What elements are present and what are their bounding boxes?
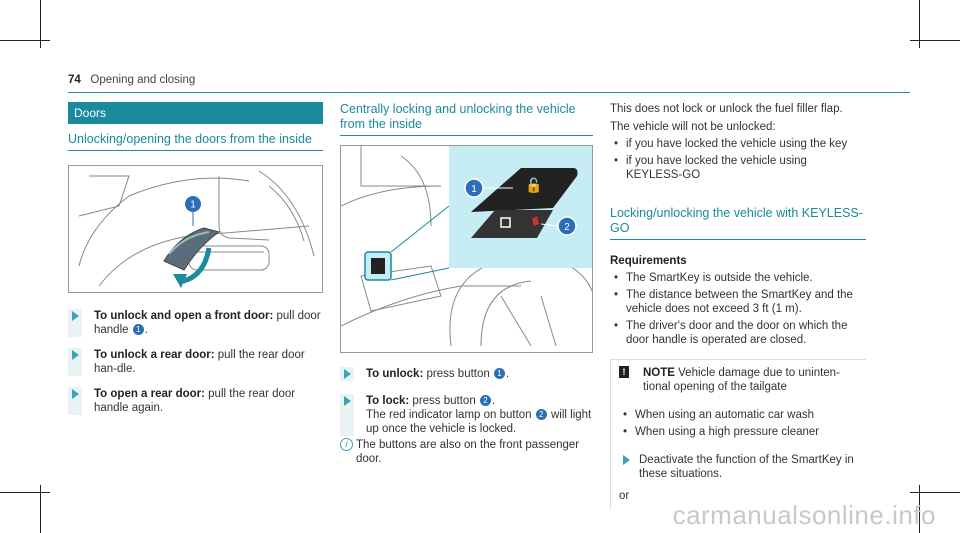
step-lock: To lock: press button 2. The red indicat…: [340, 394, 593, 436]
requirements-title: Requirements: [610, 255, 687, 267]
step-tail: .: [491, 395, 496, 407]
step-title: To unlock:: [366, 368, 424, 380]
step-text: pull door handle: [94, 310, 321, 336]
lock-button-drawing: 🔓 1 2: [341, 146, 592, 347]
step-open-rear: To open a rear door: pull the rear door …: [68, 387, 323, 415]
right-column: This does not lock or unlock the fuel fi…: [610, 102, 866, 509]
section-title: Opening and closing: [90, 74, 196, 86]
lock-buttons-illustration: 🔓 1 2: [340, 145, 593, 353]
subheading: Centrally locking and unlocking the vehi…: [340, 102, 593, 136]
lock-note: The red indicator lamp on button: [366, 409, 535, 421]
step-title: To unlock a rear door:: [94, 349, 215, 361]
step-unlock-rear: To unlock a rear door: pull the rear doo…: [68, 348, 323, 376]
door-interior-drawing: 1: [78, 170, 315, 288]
callout-1: 1: [190, 200, 196, 211]
list-item: When using a high pressure cleaner: [619, 425, 866, 439]
note-box: ! NOTE Vehicle damage due to uninten-tio…: [610, 359, 866, 509]
crop-mark: [0, 40, 50, 41]
svg-text:🔓: 🔓: [525, 177, 542, 194]
step-unlock-front: To unlock and open a front door: pull do…: [68, 309, 323, 337]
page-number: 74: [68, 74, 81, 86]
step-arrow-icon: [619, 453, 633, 481]
door-handle-illustration: 1: [68, 165, 323, 293]
list-item: if you have locked the vehicle using the…: [610, 137, 866, 151]
list-item: The distance between the SmartKey and th…: [610, 288, 866, 316]
step-arrow-icon: [68, 348, 82, 376]
step-text: Deactivate the function of the SmartKey …: [639, 454, 854, 480]
subheading: Locking/unlocking the vehicle with KEYLE…: [610, 206, 866, 240]
crop-mark: [40, 485, 41, 533]
step-arrow-icon: [340, 394, 354, 436]
ref-badge: 1: [493, 368, 505, 379]
step-title: To open a rear door:: [94, 388, 205, 400]
lock-note: will light up once the vehicle is locked…: [366, 409, 592, 435]
crop-mark: [910, 492, 960, 493]
info-note: i The buttons are also on the front pass…: [340, 438, 593, 466]
page-header: 74 Opening and closing: [68, 74, 195, 86]
callout-2: 2: [564, 222, 570, 233]
list-item: The driver's door and the door on which …: [610, 319, 866, 347]
crop-mark: [0, 492, 50, 493]
warning-icon: !: [619, 366, 629, 378]
or-text: or: [619, 490, 630, 502]
info-icon: i: [340, 438, 353, 451]
crop-mark: [919, 485, 920, 533]
middle-column: Centrally locking and unlocking the vehi…: [340, 102, 593, 466]
left-column: Doors Unlocking/opening the doors from t…: [68, 102, 323, 415]
step-text: pull the rear door handle again.: [94, 388, 296, 414]
list-item: The SmartKey is outside the vehicle.: [610, 271, 866, 285]
step-text: press button: [423, 368, 493, 380]
step-arrow-icon: [68, 387, 82, 415]
subheading: Unlocking/opening the doors from the ins…: [68, 132, 323, 151]
ref-badge: 1: [132, 324, 144, 335]
watermark: carmanualsonline.info: [672, 500, 936, 530]
note-step: Deactivate the function of the SmartKey …: [619, 453, 866, 481]
info-text: The buttons are also on the front passen…: [356, 439, 580, 465]
step-tail: .: [144, 324, 148, 336]
list-item: if you have locked the vehicle using KEY…: [610, 154, 866, 182]
header-rule: [68, 92, 910, 93]
ref-badge: 2: [479, 395, 491, 406]
step-title: To lock:: [366, 395, 410, 407]
step-text: pull the rear door han-dle.: [94, 349, 305, 375]
step-arrow-icon: [340, 367, 354, 381]
note-text: Vehicle damage due to uninten-tional ope…: [643, 367, 840, 393]
ref-badge: 2: [535, 409, 547, 420]
intro-text: This does not lock or unlock the fuel fi…: [610, 103, 843, 115]
intro-text: The vehicle will not be unlocked:: [610, 121, 776, 133]
step-tail: .: [505, 368, 510, 380]
crop-mark: [910, 40, 960, 41]
note-label: NOTE: [643, 367, 675, 379]
step-arrow-icon: [68, 309, 82, 337]
step-unlock: To unlock: press button 1.: [340, 367, 593, 381]
crop-mark: [919, 0, 920, 48]
step-title: To unlock and open a front door:: [94, 310, 274, 322]
list-item: When using an automatic car wash: [619, 408, 866, 422]
step-text: press button: [409, 395, 479, 407]
crop-mark: [40, 0, 41, 48]
callout-1: 1: [471, 184, 477, 195]
section-heading: Doors: [68, 102, 323, 124]
